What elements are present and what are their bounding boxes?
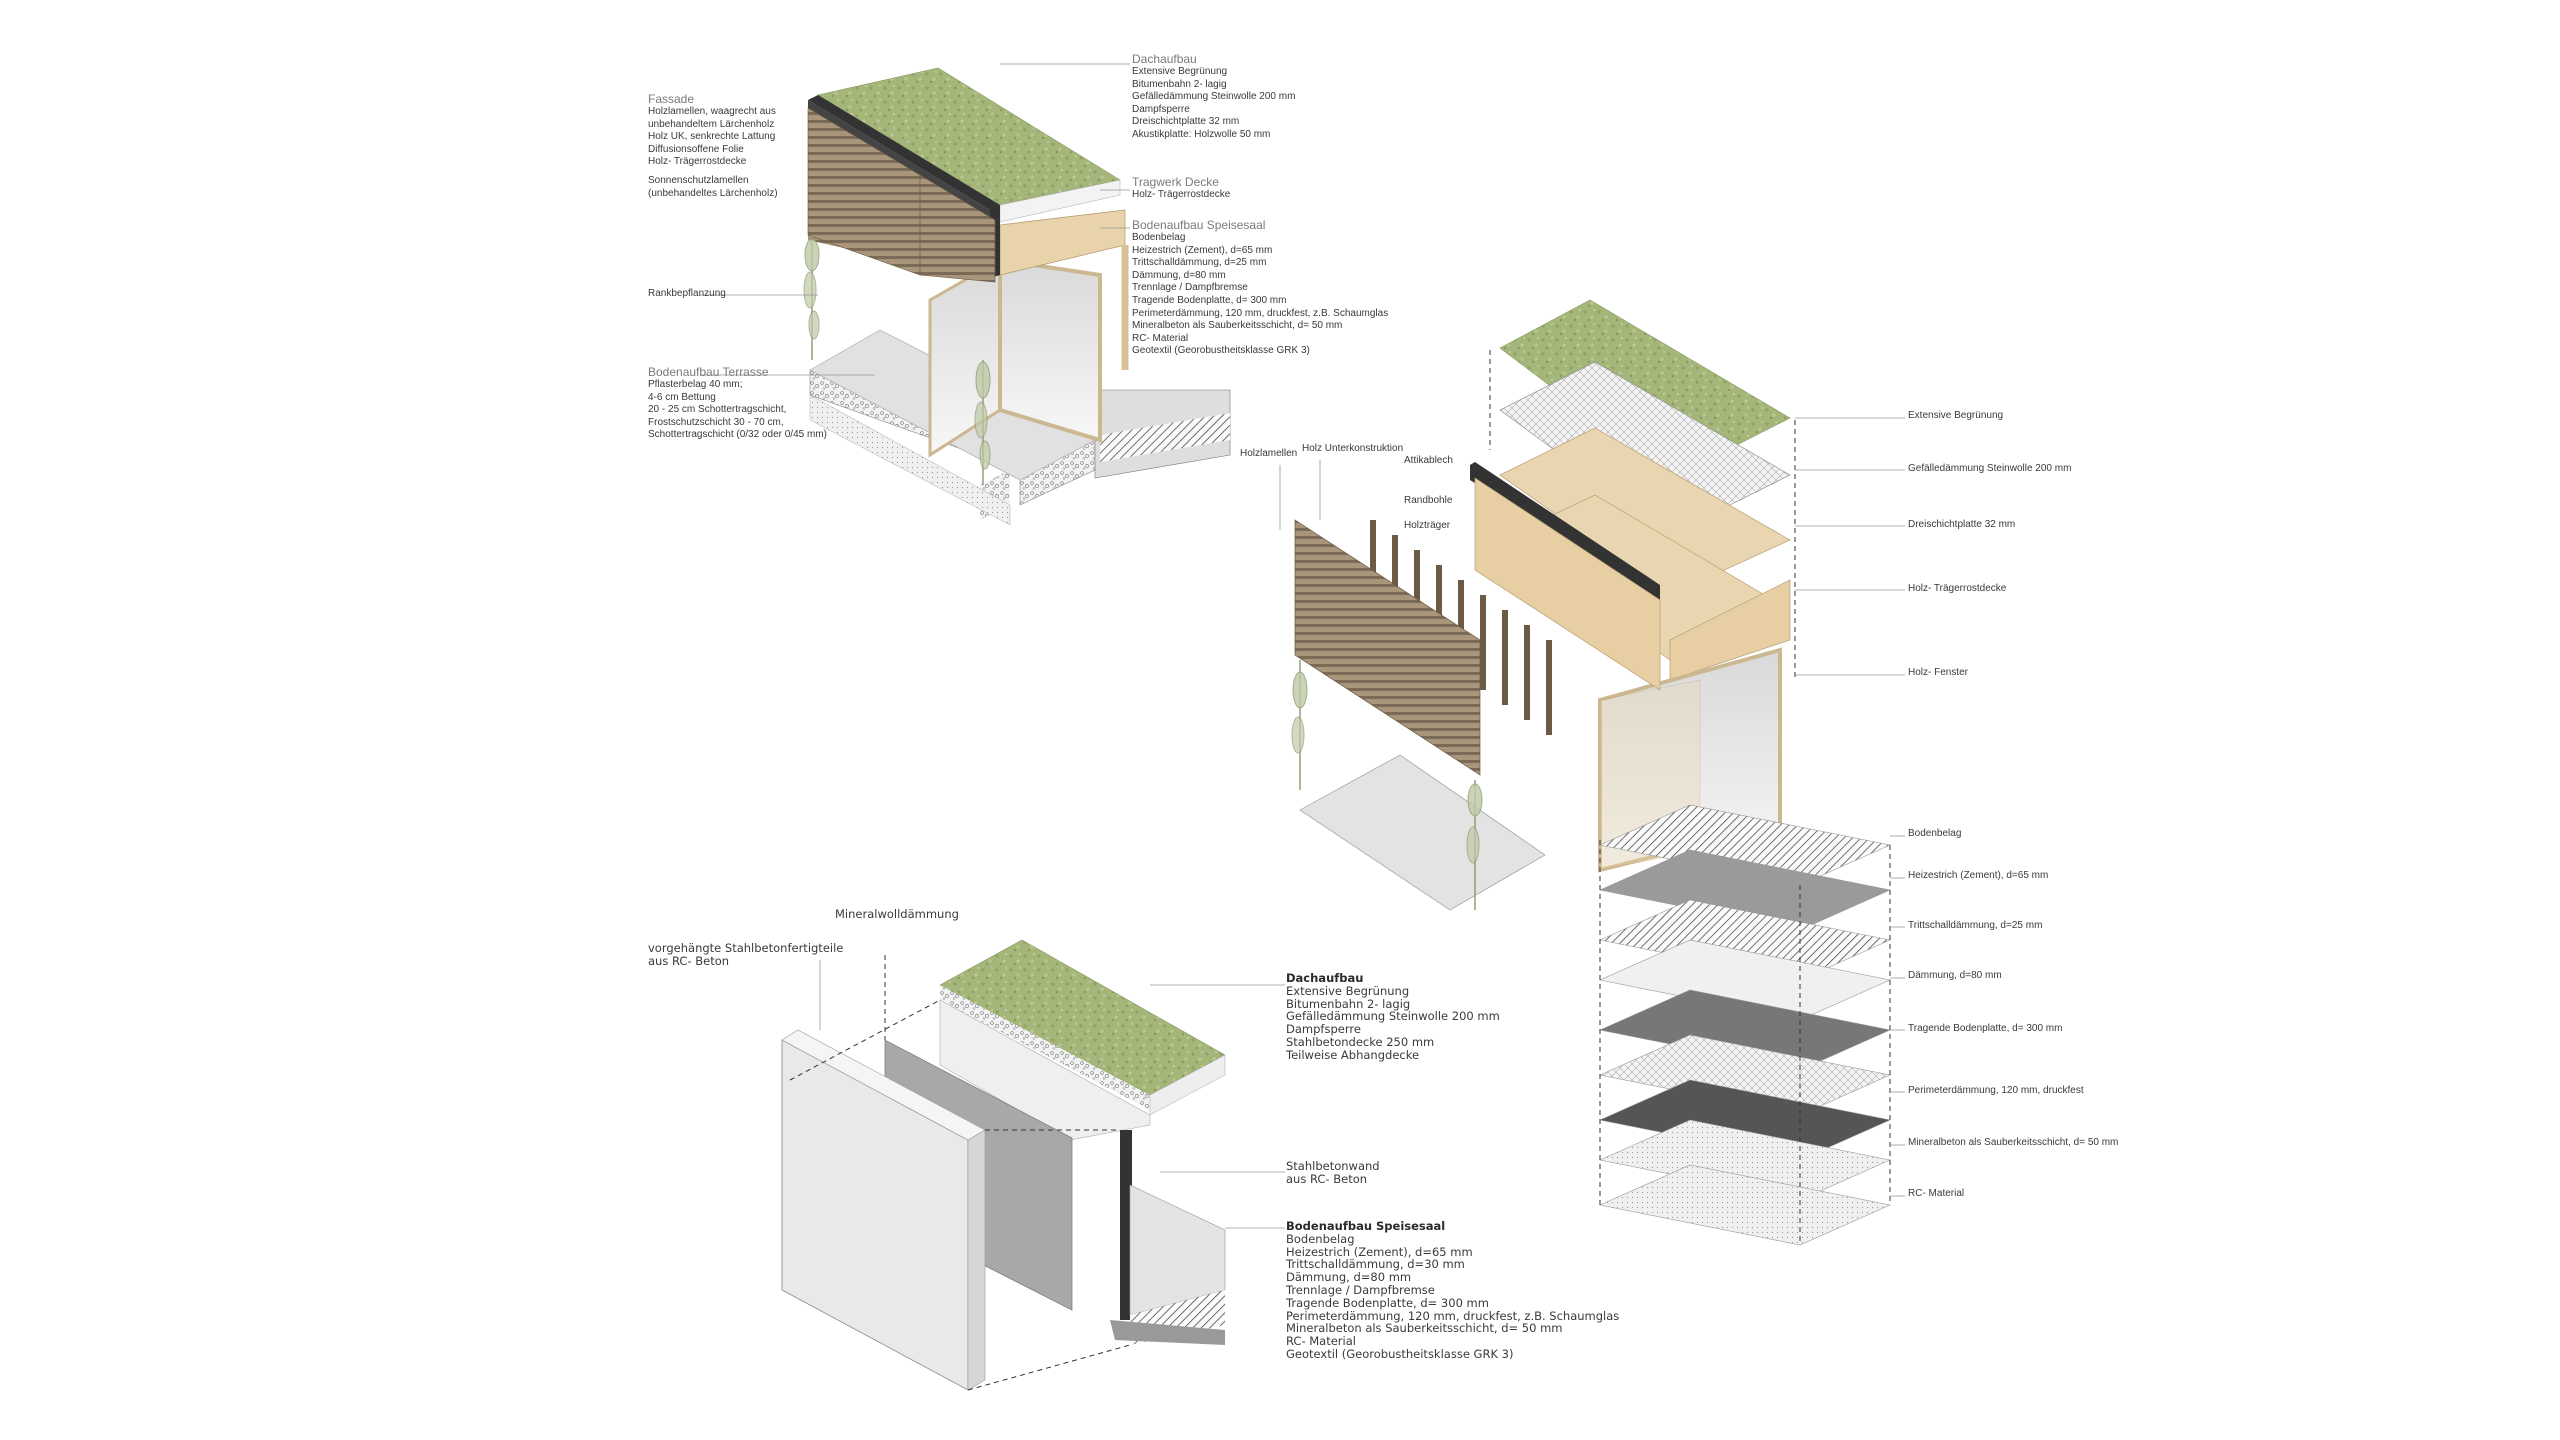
- label-dreischichtplatte: Dreischichtplatte 32 mm: [1908, 519, 2016, 530]
- label-line: Frostschutzschicht 30 - 70 cm,: [648, 416, 784, 428]
- label-line: Holzlamellen, waagrecht aus: [648, 106, 776, 117]
- label-line: Geotextil (Georobustheitsklasse GRK 3): [1286, 1346, 1514, 1361]
- label-attikablech: Attikablech: [1404, 455, 1453, 466]
- label-line: Trennlage / Dampfbremse: [1132, 282, 1248, 294]
- label-daemmung: Dämmung, d=80 mm: [1908, 970, 2002, 981]
- label-title: Bodenaufbau Speisesaal: [1286, 1219, 1446, 1233]
- label-title: Bodenaufbau Speisesaal: [1132, 218, 1266, 232]
- label-line: Dampfsperre: [1132, 103, 1190, 115]
- label-tragwerk: Tragwerk Decke Holz- Trägerrostdecke: [1132, 175, 1230, 202]
- label-line: Dreischichtplatte 32 mm: [1132, 116, 1240, 128]
- label-bodenplatte: Tragende Bodenplatte, d= 300 mm: [1908, 1023, 2063, 1034]
- label-line: Teilweise Abhangdecke: [1286, 1047, 1420, 1062]
- bottom-building: [781, 939, 1285, 1391]
- label-traegerrostdecke: Holz- Trägerrostdecke: [1908, 583, 2007, 594]
- label-line: Holz- Trägerrostdecke: [648, 156, 747, 168]
- label-mineralbeton: Mineralbeton als Sauberkeitsschicht, d= …: [1908, 1137, 2119, 1148]
- label-dachaufbau-top: Dachaufbau Extensive Begrünung Bitumenba…: [1132, 52, 1295, 142]
- label-line: Dampfsperre: [1286, 1022, 1361, 1037]
- label-terrasse: Bodenaufbau Terrasse Pflasterbelag 40 mm…: [648, 365, 827, 442]
- label-line: 20 - 25 cm Schottertragschicht,: [648, 404, 787, 416]
- label-randbohle: Randbohle: [1404, 495, 1453, 506]
- label-line: Bitumenbahn 2- lagig: [1286, 996, 1411, 1011]
- label-holz-fenster: Holz- Fenster: [1908, 667, 1969, 678]
- label-unterkonstruktion: Holz Unterkonstruktion: [1302, 443, 1404, 454]
- label-line: Dämmung, d=80 mm: [1286, 1270, 1412, 1285]
- label-line: Mineralbeton als Sauberkeitsschicht, d= …: [1132, 320, 1343, 332]
- label-bodenbelag: Bodenbelag: [1908, 828, 1962, 839]
- label-line: Bodenbelag: [1132, 232, 1186, 243]
- label-line: Trittschalldämmung, d=25 mm: [1132, 257, 1267, 269]
- label-title: Fassade: [648, 92, 695, 106]
- label-dachaufbau-bottom: Dachaufbau Extensive Begrünung Bitumenba…: [1286, 972, 1500, 1062]
- label-title: Dachaufbau: [1286, 971, 1364, 985]
- label-line: vorgehängte Stahlbetonfertigteile: [648, 941, 844, 955]
- label-mineralwolle: Mineralwolldämmung: [835, 907, 959, 921]
- label-line: Perimeterdämmung, 120 mm, druckfest, z.B…: [1286, 1308, 1620, 1323]
- label-rankbepflanzung: Rankbepflanzung: [648, 288, 726, 299]
- label-line: Sonnenschutzlamellen: [648, 174, 749, 186]
- label-title: Tragwerk Decke: [1132, 175, 1219, 189]
- label-line: RC- Material: [1132, 332, 1189, 344]
- label-line: Bodenbelag: [1286, 1231, 1355, 1246]
- label-gefaelledaemmung: Gefälledämmung Steinwolle 200 mm: [1908, 463, 2072, 474]
- label-line: Holz- Trägerrostdecke: [1132, 189, 1231, 200]
- label-line: Extensive Begrünung: [1286, 983, 1410, 998]
- label-trittschall: Trittschalldämmung, d=25 mm: [1908, 920, 2043, 931]
- label-extensive-begruenung: Extensive Begrünung: [1908, 410, 2004, 421]
- label-line: Geotextil (Georobustheitsklasse GRK 3): [1132, 345, 1310, 357]
- label-line: 4-6 cm Bettung: [648, 391, 716, 403]
- label-line: Tragende Bodenplatte, d= 300 mm: [1132, 294, 1287, 306]
- label-fertigteile: vorgehängte Stahlbetonfertigteile aus RC…: [648, 942, 843, 968]
- label-line: Bitumenbahn 2- lagig: [1132, 78, 1227, 90]
- label-holztraeger: Holzträger: [1404, 520, 1451, 531]
- label-line: Diffusionsoffene Folie: [648, 143, 744, 155]
- label-line: aus RC- Beton: [1286, 1172, 1368, 1186]
- label-line: Extensive Begrünung: [1132, 66, 1228, 77]
- label-line: (unbehandeltes Lärchenholz): [648, 187, 778, 199]
- label-perimeter: Perimeterdämmung, 120 mm, druckfest: [1908, 1085, 2084, 1096]
- climbing-plant: [803, 235, 991, 485]
- label-stahlbetonwand: Stahlbetonwand aus RC- Beton: [1286, 1160, 1380, 1186]
- label-title: Dachaufbau: [1132, 52, 1197, 66]
- label-line: Gefälledämmung Steinwolle 200 mm: [1286, 1009, 1500, 1024]
- label-line: Tragende Bodenplatte, d= 300 mm: [1286, 1295, 1489, 1310]
- label-fassade: Fassade Holzlamellen, waagrecht aus unbe…: [648, 92, 778, 200]
- label-line: RC- Material: [1286, 1334, 1356, 1349]
- floor-layers: [1599, 804, 1891, 1246]
- label-line: aus RC- Beton: [648, 954, 730, 968]
- label-line: Pflasterbelag 40 mm;: [648, 379, 743, 390]
- label-speisesaal-top: Bodenaufbau Speisesaal Bodenbelag Heizes…: [1132, 218, 1388, 358]
- label-line: Schottertragschicht (0/32 oder 0/45 mm): [648, 429, 827, 441]
- label-line: Akustikplatte: Holzwolle 50 mm: [1132, 128, 1271, 140]
- label-line: Gefälledämmung Steinwolle 200 mm: [1132, 91, 1296, 103]
- label-holzlamellen: Holzlamellen: [1240, 448, 1298, 459]
- label-line: Dämmung, d=80 mm: [1132, 269, 1226, 281]
- label-line: Stahlbetondecke 250 mm: [1286, 1034, 1435, 1049]
- label-line: Mineralbeton als Sauberkeitsschicht, d= …: [1286, 1321, 1563, 1336]
- label-heizestrich: Heizestrich (Zement), d=65 mm: [1908, 870, 2049, 881]
- label-line: Heizestrich (Zement), d=65 mm: [1132, 244, 1273, 256]
- label-speisesaal-bottom: Bodenaufbau Speisesaal Bodenbelag Heizes…: [1286, 1220, 1619, 1361]
- top-left-building: [700, 63, 1231, 526]
- label-line: Holz UK, senkrechte Lattung: [648, 131, 776, 143]
- label-line: Perimeterdämmung, 120 mm, druckfest, z.B…: [1132, 307, 1389, 319]
- label-rc-material: RC- Material: [1908, 1188, 1965, 1199]
- label-line: Trittschalldämmung, d=30 mm: [1286, 1257, 1465, 1272]
- exploded-axonometry: [1279, 299, 1905, 1246]
- label-line: unbehandeltem Lärchenholz: [648, 118, 775, 130]
- label-title: Bodenaufbau Terrasse: [648, 365, 769, 379]
- label-line: Heizestrich (Zement), d=65 mm: [1286, 1244, 1473, 1259]
- label-line: Trennlage / Dampfbremse: [1286, 1282, 1435, 1297]
- label-line: Stahlbetonwand: [1286, 1159, 1380, 1173]
